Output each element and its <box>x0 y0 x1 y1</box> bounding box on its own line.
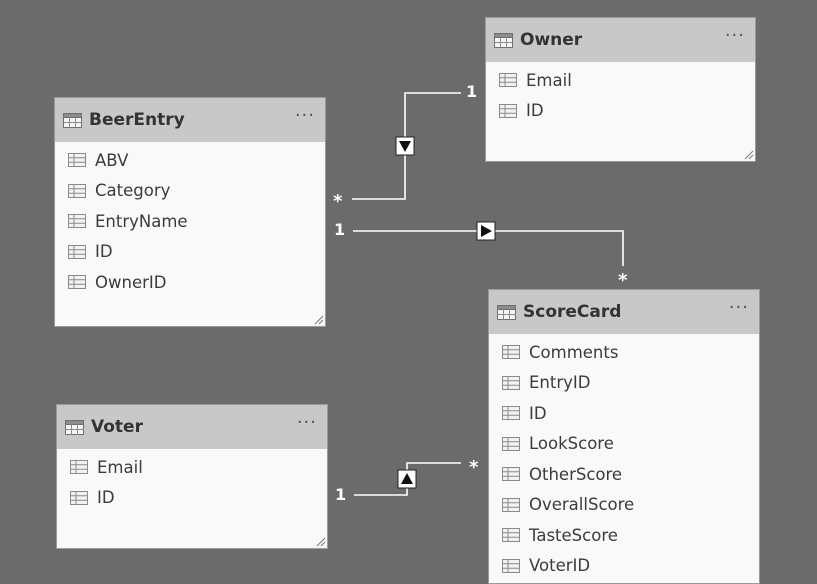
field-name: ID <box>526 101 544 121</box>
field-icon <box>70 490 88 505</box>
resize-icon[interactable] <box>316 537 326 547</box>
field-name: EntryName <box>95 211 188 231</box>
field-name: ID <box>529 403 547 423</box>
beerentry-scorecard-direction-marker[interactable] <box>476 221 496 241</box>
beerentry-scorecard-line[interactable] <box>353 230 624 266</box>
field-row[interactable]: ID <box>486 96 755 127</box>
more-icon[interactable]: ··· <box>296 412 317 433</box>
scorecard-table-header[interactable]: ScoreCard ··· <box>489 290 759 334</box>
field-row[interactable]: EntryName <box>55 206 325 237</box>
field-icon <box>502 375 520 390</box>
beerentry-table-card[interactable]: BeerEntry ··· ABV Category <box>54 97 326 327</box>
beerentry-table-header[interactable]: BeerEntry ··· <box>55 98 325 142</box>
field-name: Category <box>95 181 171 201</box>
resize-icon[interactable] <box>744 150 754 160</box>
field-row[interactable]: EntryID <box>489 368 759 399</box>
field-name: LookScore <box>529 434 614 454</box>
cardinality-many-label: * <box>469 457 479 478</box>
field-icon <box>68 214 86 229</box>
field-name: EntryID <box>529 373 591 393</box>
field-icon <box>502 436 520 451</box>
owner-table-card[interactable]: Owner ··· Email ID <box>485 17 756 162</box>
more-icon[interactable]: ··· <box>294 105 315 126</box>
field-icon <box>70 460 88 475</box>
field-icon <box>68 244 86 259</box>
table-icon <box>494 32 513 48</box>
field-row[interactable]: OwnerID <box>55 267 325 298</box>
field-name: ID <box>95 242 113 262</box>
table-title: Voter <box>91 417 143 437</box>
field-row[interactable]: OverallScore <box>489 490 759 521</box>
field-icon <box>502 497 520 512</box>
cardinality-many-label: * <box>333 191 343 212</box>
field-icon <box>502 467 520 482</box>
field-list: Comments EntryID ID <box>489 334 759 581</box>
voter-table-header[interactable]: Voter ··· <box>57 405 327 449</box>
owner-beerentry-direction-marker[interactable] <box>395 136 415 156</box>
cardinality-many-label: * <box>618 270 628 291</box>
field-icon <box>68 153 86 168</box>
field-icon <box>499 103 517 118</box>
field-row[interactable]: LookScore <box>489 429 759 460</box>
field-icon <box>502 406 520 421</box>
field-row[interactable]: Email <box>486 65 755 96</box>
field-row[interactable]: Category <box>55 176 325 207</box>
more-icon[interactable]: ··· <box>724 25 745 46</box>
field-row[interactable]: ID <box>55 237 325 268</box>
field-icon <box>499 73 517 88</box>
field-row[interactable]: ID <box>489 398 759 429</box>
field-row[interactable]: ID <box>57 483 327 514</box>
cardinality-one-label: 1 <box>334 220 346 239</box>
table-icon <box>497 304 516 320</box>
field-name: Comments <box>529 342 619 362</box>
field-row[interactable]: Email <box>57 452 327 483</box>
field-name: Email <box>97 457 143 477</box>
voter-scorecard-direction-marker[interactable] <box>397 469 417 489</box>
field-row[interactable]: OtherScore <box>489 459 759 490</box>
field-row[interactable]: ABV <box>55 145 325 176</box>
field-name: VoterID <box>529 556 591 576</box>
field-list: ABV Category EntryName <box>55 142 325 298</box>
field-icon <box>502 558 520 573</box>
field-row[interactable]: Comments <box>489 337 759 368</box>
field-row[interactable]: TasteScore <box>489 520 759 551</box>
field-icon <box>502 528 520 543</box>
scorecard-table-card[interactable]: ScoreCard ··· Comments EntryID <box>488 289 760 584</box>
more-icon[interactable]: ··· <box>728 297 749 318</box>
cardinality-one-label: 1 <box>466 82 478 101</box>
field-name: ABV <box>95 150 129 170</box>
field-name: OverallScore <box>529 495 635 515</box>
field-list: Email ID <box>57 449 327 513</box>
table-icon <box>63 112 82 128</box>
field-icon <box>502 345 520 360</box>
field-name: Email <box>526 70 572 90</box>
voter-table-card[interactable]: Voter ··· Email ID <box>56 404 328 549</box>
table-title: BeerEntry <box>89 110 185 130</box>
table-title: Owner <box>520 30 583 50</box>
table-icon <box>65 419 84 435</box>
field-name: TasteScore <box>529 525 618 545</box>
field-name: ID <box>97 488 115 508</box>
resize-icon[interactable] <box>314 315 324 325</box>
field-row[interactable]: VoterID <box>489 551 759 582</box>
field-icon <box>68 183 86 198</box>
cardinality-one-label: 1 <box>335 485 347 504</box>
field-icon <box>68 275 86 290</box>
field-name: OtherScore <box>529 464 623 484</box>
table-title: ScoreCard <box>523 302 622 322</box>
field-list: Email ID <box>486 62 755 126</box>
field-name: OwnerID <box>95 272 167 292</box>
owner-table-header[interactable]: Owner ··· <box>486 18 755 62</box>
